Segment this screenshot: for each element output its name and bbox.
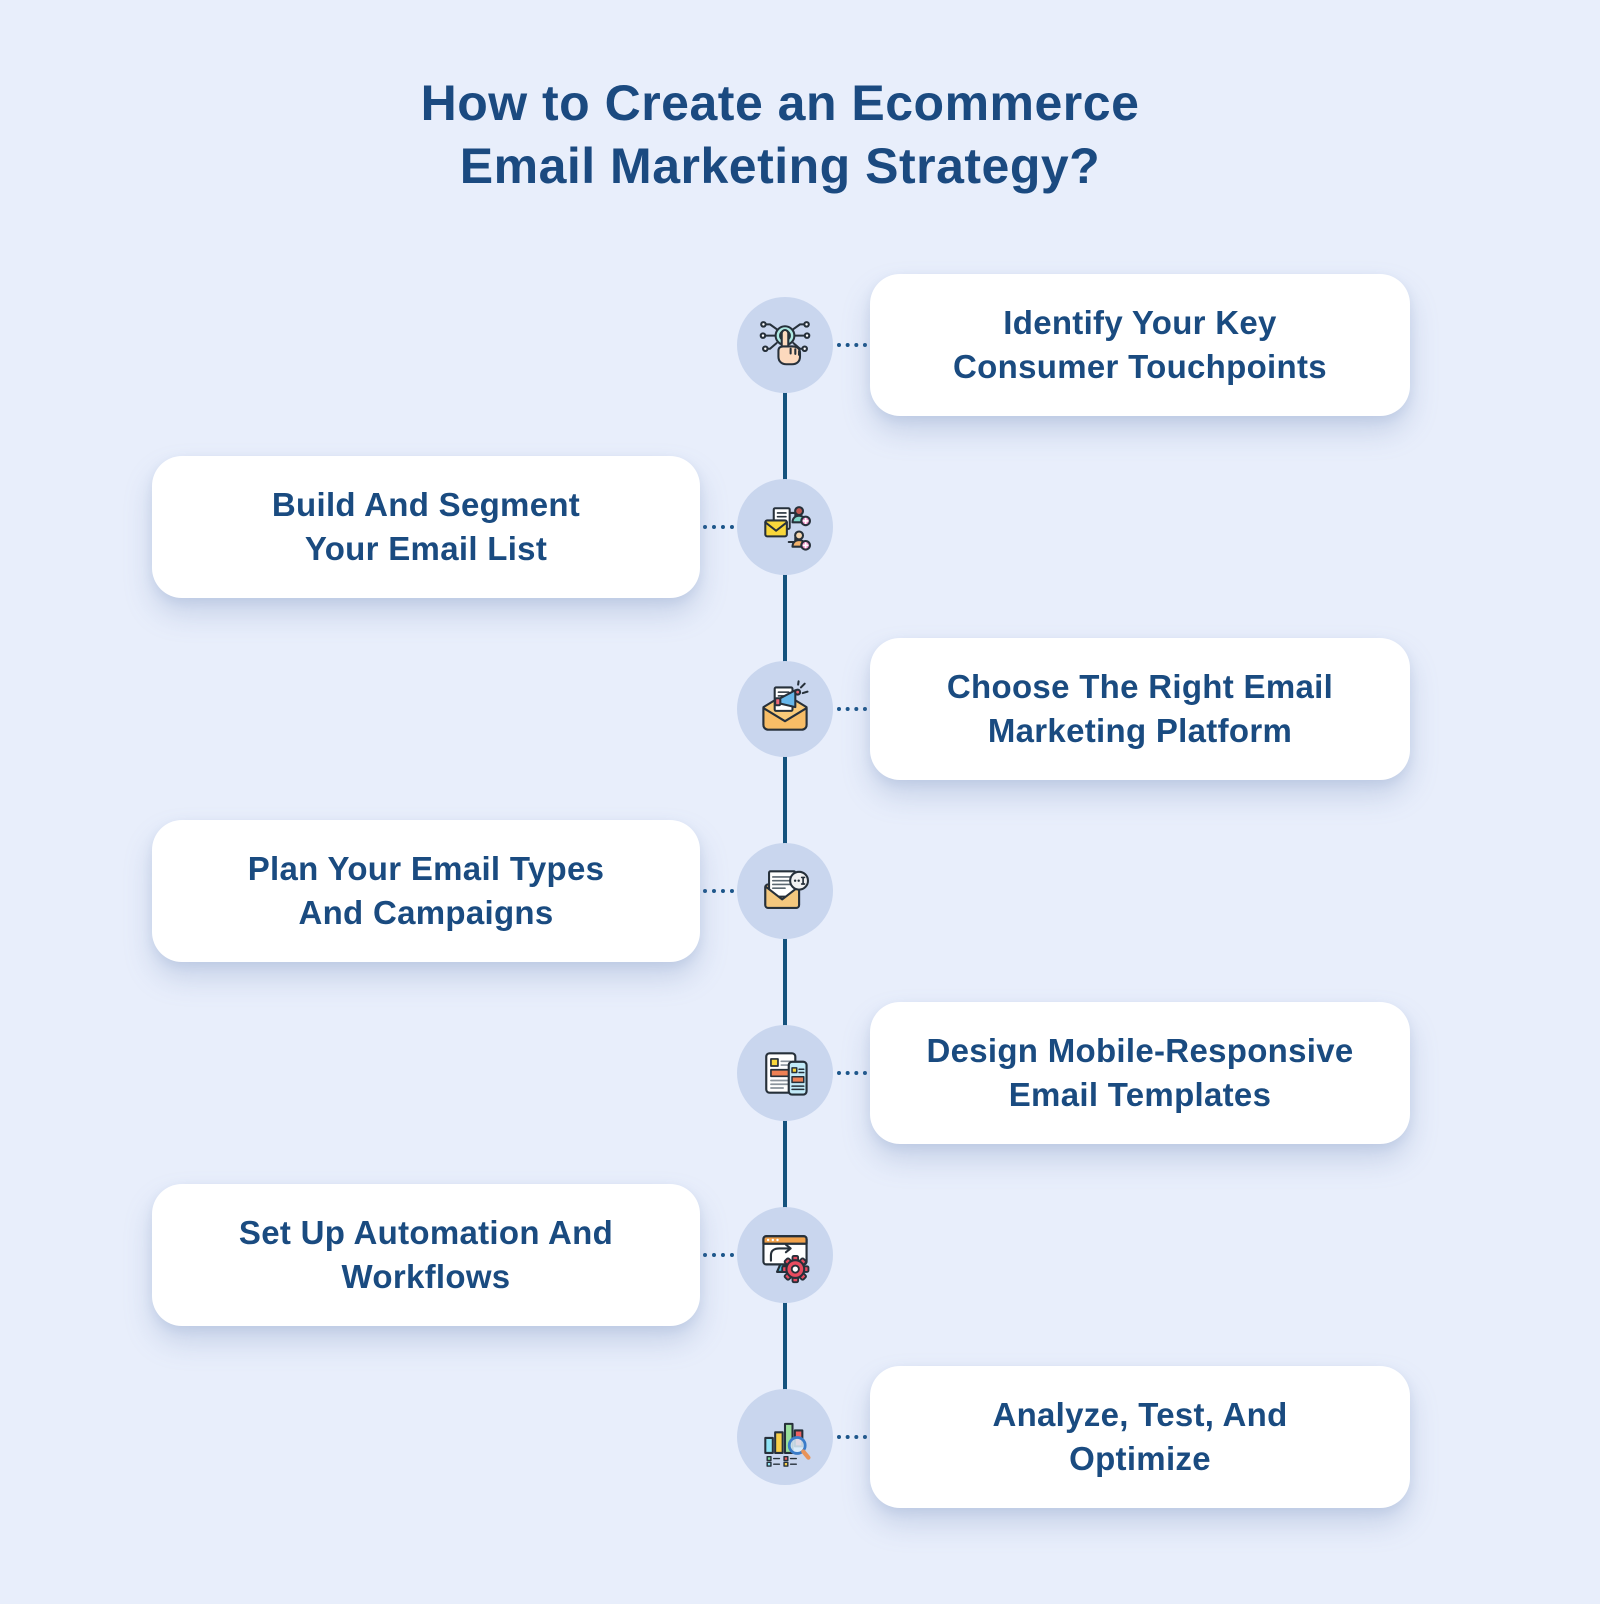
step-connector <box>837 1071 867 1075</box>
touchpoint-icon <box>759 321 811 366</box>
analytics-magnifier-icon <box>764 1422 811 1467</box>
step-label: Analyze, Test, And Optimize <box>992 1396 1288 1477</box>
step-label: Design Mobile-Responsive Email Templates <box>926 1032 1354 1113</box>
email-content-icon <box>764 870 809 909</box>
step-connector <box>837 343 867 347</box>
step-label: Set Up Automation And Workflows <box>238 1214 614 1295</box>
email-megaphone-icon <box>762 680 809 731</box>
step-connector <box>837 1435 867 1439</box>
step-card: Build And Segment Your Email List <box>152 456 700 598</box>
step-node-circle <box>737 1207 833 1303</box>
automation-gear-icon <box>762 1235 810 1284</box>
step-card: Choose The Right Email Marketing Platfor… <box>870 638 1410 780</box>
responsive-devices-icon <box>765 1052 808 1096</box>
step-card: Analyze, Test, And Optimize <box>870 1366 1410 1508</box>
email-segmentation-icon <box>764 506 811 551</box>
step-label: Identify Your Key Consumer Touchpoints <box>953 304 1327 385</box>
step-connector <box>837 707 867 711</box>
step-card: Set Up Automation And Workflows <box>152 1184 700 1326</box>
step-node-circle <box>737 1025 833 1121</box>
step-card: Identify Your Key Consumer Touchpoints <box>870 274 1410 416</box>
step-node-circle <box>737 479 833 575</box>
page-title: How to Create an Ecommerce Email Marketi… <box>420 75 1140 194</box>
step-connector <box>703 889 734 893</box>
step-node-circle <box>737 661 833 757</box>
step-label: Plan Your Email Types And Campaigns <box>247 850 605 931</box>
step-node-circle <box>737 1389 833 1485</box>
step-connector <box>703 525 734 529</box>
step-node-circle <box>737 297 833 393</box>
step-label: Build And Segment Your Email List <box>271 486 581 567</box>
step-connector <box>703 1253 734 1257</box>
step-node-circle <box>737 843 833 939</box>
step-card: Plan Your Email Types And Campaigns <box>152 820 700 962</box>
step-label: Choose The Right Email Marketing Platfor… <box>946 668 1334 749</box>
step-card: Design Mobile-Responsive Email Templates <box>870 1002 1410 1144</box>
